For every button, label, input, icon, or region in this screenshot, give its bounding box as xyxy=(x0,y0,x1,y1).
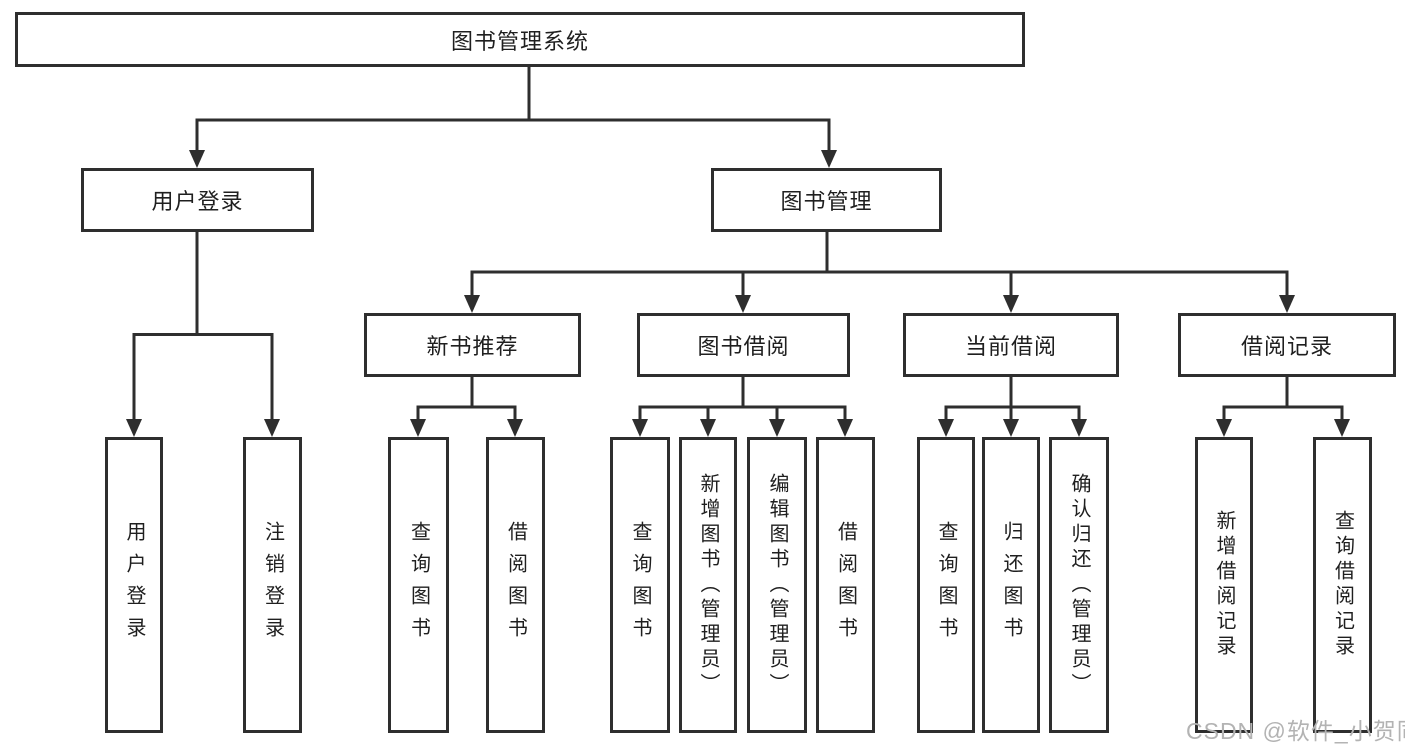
arrowhead xyxy=(821,150,837,168)
leaf-add-borrow-record: 新增借阅记录 xyxy=(1195,437,1253,733)
connector-line xyxy=(132,67,1344,424)
leaf-query-books-borrowing: 查询图书 xyxy=(610,437,670,733)
leaf-query-borrow-record: 查询借阅记录 xyxy=(1313,437,1372,733)
leaf-logout: 注销登录 xyxy=(243,437,302,733)
leaf-label: 新增图书（管理员） xyxy=(697,472,719,698)
leaf-borrow-books-recommend: 借阅图书 xyxy=(486,437,545,733)
arrowhead xyxy=(938,419,954,437)
leaf-query-books-current: 查询图书 xyxy=(917,437,975,733)
arrowhead xyxy=(126,419,142,437)
node-label: 新书推荐 xyxy=(426,334,519,359)
arrowhead xyxy=(410,419,426,437)
node-label: 图书借阅 xyxy=(697,334,790,359)
leaf-add-book-admin: 新增图书（管理员） xyxy=(679,437,737,733)
leaf-label: 编辑图书（管理员） xyxy=(766,472,788,698)
arrowhead xyxy=(632,419,648,437)
node-current-borrowing: 当前借阅 xyxy=(903,313,1119,377)
leaf-label: 注销登录 xyxy=(261,521,284,649)
node-book-borrowing: 图书借阅 xyxy=(637,313,850,377)
arrowhead xyxy=(464,295,480,313)
leaf-return-book: 归还图书 xyxy=(982,437,1040,733)
arrowhead xyxy=(1003,419,1019,437)
arrowhead xyxy=(1216,419,1232,437)
leaf-label: 查询图书 xyxy=(629,521,651,649)
leaf-label: 查询图书 xyxy=(935,521,957,649)
arrowhead xyxy=(1334,419,1350,437)
node-borrowing-records: 借阅记录 xyxy=(1178,313,1396,377)
leaf-user-login: 用户登录 xyxy=(105,437,163,733)
leaf-label: 查询图书 xyxy=(407,521,430,649)
leaf-label: 新增借阅记录 xyxy=(1213,510,1235,660)
arrowhead xyxy=(264,419,280,437)
node-label: 用户登录 xyxy=(151,189,244,214)
leaf-edit-book-admin: 编辑图书（管理员） xyxy=(747,437,807,733)
arrowhead xyxy=(1003,295,1019,313)
arrowheads xyxy=(126,150,1350,437)
leaf-label: 借阅图书 xyxy=(504,521,527,649)
arrowhead xyxy=(837,419,853,437)
leaf-label: 查询借阅记录 xyxy=(1331,510,1354,660)
arrowhead xyxy=(769,419,785,437)
arrowhead xyxy=(507,419,523,437)
node-root-system: 图书管理系统 xyxy=(15,12,1025,67)
arrowhead xyxy=(1279,295,1295,313)
leaf-label: 用户登录 xyxy=(123,521,145,649)
watermark: CSDN @软件_小贺同学 xyxy=(1186,718,1405,744)
leaf-confirm-return-admin: 确认归还（管理员） xyxy=(1049,437,1109,733)
node-label: 图书管理 xyxy=(780,189,873,214)
leaf-label: 确认归还（管理员） xyxy=(1068,472,1090,698)
leaf-label: 归还图书 xyxy=(1000,521,1022,649)
node-user-login: 用户登录 xyxy=(81,168,314,232)
arrowhead xyxy=(700,419,716,437)
node-new-book-recommendation: 新书推荐 xyxy=(364,313,581,377)
arrowhead xyxy=(735,295,751,313)
arrowhead xyxy=(1071,419,1087,437)
node-label: 图书管理系统 xyxy=(450,28,589,54)
leaf-label: 借阅图书 xyxy=(834,521,857,649)
node-label: 当前借阅 xyxy=(964,334,1057,359)
arrowhead xyxy=(189,150,205,168)
leaf-query-books-recommend: 查询图书 xyxy=(388,437,449,733)
leaf-borrow-books-borrowing: 借阅图书 xyxy=(816,437,875,733)
node-label: 借阅记录 xyxy=(1240,334,1333,359)
node-book-management: 图书管理 xyxy=(711,168,942,232)
